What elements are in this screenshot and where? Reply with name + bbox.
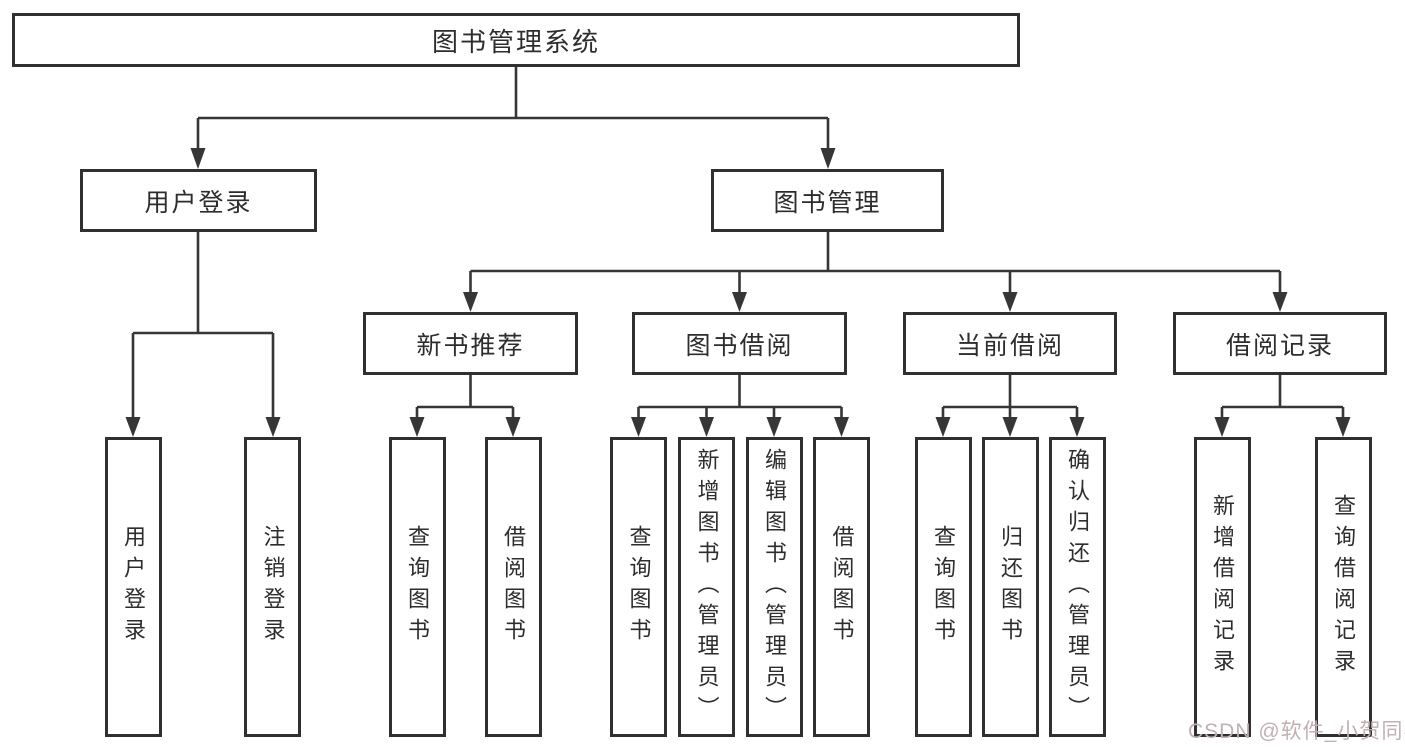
connector-root-split	[196, 67, 830, 150]
node-user-login-leaf: 用户登录	[104, 437, 162, 737]
node-label: 查询图书	[626, 525, 652, 649]
node-label: 编辑图书（管理员）	[762, 447, 787, 727]
connector-borrow-split	[637, 375, 843, 419]
node-borrowing-records: 借阅记录	[1173, 312, 1387, 375]
node-book-management: 图书管理	[711, 169, 944, 232]
node-label: 查询图书	[405, 525, 430, 649]
node-label: 用户登录	[144, 188, 253, 217]
arrowhead	[190, 148, 206, 169]
arrowhead	[699, 417, 714, 437]
node-label: 图书借阅	[685, 331, 794, 360]
arrowhead	[409, 417, 425, 437]
node-label: 当前借阅	[955, 331, 1064, 360]
arrowhead	[1069, 417, 1085, 437]
connector-bookmgmt-split	[469, 232, 1282, 294]
node-label: 新增图书（管理员）	[694, 447, 720, 727]
arrowhead	[935, 417, 951, 437]
node-label: 查询图书	[931, 525, 956, 649]
node-add-borrow-record: 新增借阅记录	[1193, 437, 1251, 737]
arrowhead	[505, 417, 521, 437]
node-label: 图书管理	[773, 188, 882, 217]
node-label: 借阅记录	[1225, 331, 1334, 360]
node-new-book-recommend: 新书推荐	[363, 312, 578, 375]
node-book-borrowing: 图书借阅	[632, 312, 847, 375]
node-label: 注销登录	[260, 525, 286, 649]
connector-newbook-split	[415, 375, 515, 419]
node-label: 借阅图书	[501, 525, 526, 649]
arrowhead	[265, 417, 281, 437]
node-query-books-borrow: 查询图书	[610, 437, 667, 737]
node-confirm-return-admin: 确认归还（管理员）	[1048, 437, 1106, 737]
connector-userlogin-split	[131, 232, 275, 419]
node-query-borrow-record: 查询借阅记录	[1314, 437, 1372, 737]
arrowhead	[1214, 417, 1230, 437]
node-library-management-system: 图书管理系统	[12, 13, 1020, 67]
node-query-books-current: 查询图书	[914, 437, 972, 737]
node-label: 新增借阅记录	[1210, 494, 1235, 680]
node-label: 借阅图书	[829, 525, 855, 649]
node-label: 查询借阅记录	[1331, 494, 1356, 680]
node-add-book-admin: 新增图书（管理员）	[678, 437, 735, 737]
node-label: 确认归还（管理员）	[1065, 447, 1090, 727]
arrowhead	[463, 292, 478, 312]
connector-records-split	[1220, 375, 1345, 419]
connector-current-split	[941, 375, 1079, 419]
arrowhead	[1002, 417, 1018, 437]
csdn-watermark: CSDN @软件_小贺同学	[1188, 720, 1405, 743]
node-label: 归还图书	[998, 525, 1023, 649]
node-edit-book-admin: 编辑图书（管理员）	[745, 437, 803, 737]
node-return-books: 归还图书	[981, 437, 1039, 737]
arrowhead	[125, 417, 141, 437]
arrowhead	[766, 417, 782, 437]
node-logout: 注销登录	[244, 437, 301, 737]
arrowhead	[732, 292, 747, 312]
node-query-books-recommend: 查询图书	[388, 437, 446, 737]
arrowhead	[1272, 292, 1288, 312]
arrowhead	[631, 417, 646, 437]
node-label: 新书推荐	[416, 331, 525, 360]
node-label: 用户登录	[121, 525, 146, 649]
node-current-borrowing: 当前借阅	[903, 312, 1117, 375]
node-borrow-books-recommend: 借阅图书	[484, 437, 542, 737]
arrowhead	[834, 417, 849, 437]
arrowhead	[1002, 292, 1018, 312]
node-user-login: 用户登录	[80, 169, 317, 232]
node-borrow-books: 借阅图书	[813, 437, 870, 737]
arrowhead	[820, 148, 836, 169]
arrowhead	[1335, 417, 1351, 437]
node-label: 图书管理系统	[431, 26, 600, 57]
